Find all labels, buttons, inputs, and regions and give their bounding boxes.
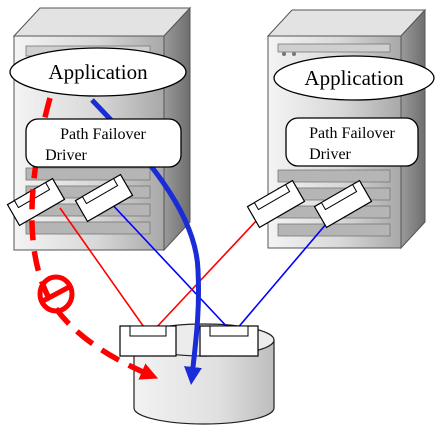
right-driver-box: Path Failover Driver: [285, 117, 419, 167]
right-driver-label-line2: Driver: [309, 146, 351, 163]
hba-right-2: [313, 179, 373, 229]
path-right-hba2-to-port2: [235, 209, 339, 331]
path-right-hba1-to-port1: [153, 203, 273, 331]
hba-left-2: [74, 173, 134, 223]
hba-adapters: [6, 173, 373, 229]
path-left-hba1-to-port1: [59, 207, 147, 331]
left-application-label: Application: [48, 60, 148, 84]
prohibited-icon: [37, 274, 75, 314]
left-driver-label-line2: Driver: [45, 147, 87, 164]
cable-paths: [59, 199, 339, 331]
right-application-box: Application: [273, 55, 435, 101]
hba-right-1: [246, 179, 306, 229]
right-application-label: Application: [304, 66, 404, 90]
left-application-box: Application: [9, 47, 187, 97]
left-driver-label-line1: Path Failover: [60, 126, 146, 143]
storage-port-2: [199, 325, 259, 357]
storage-port-1: [119, 325, 177, 357]
right-driver-label-line1: Path Failover: [309, 125, 395, 142]
left-driver-box: Path Failover Driver: [25, 118, 182, 168]
storage-ports: [119, 325, 259, 357]
path-left-hba2-to-port2: [107, 199, 231, 331]
